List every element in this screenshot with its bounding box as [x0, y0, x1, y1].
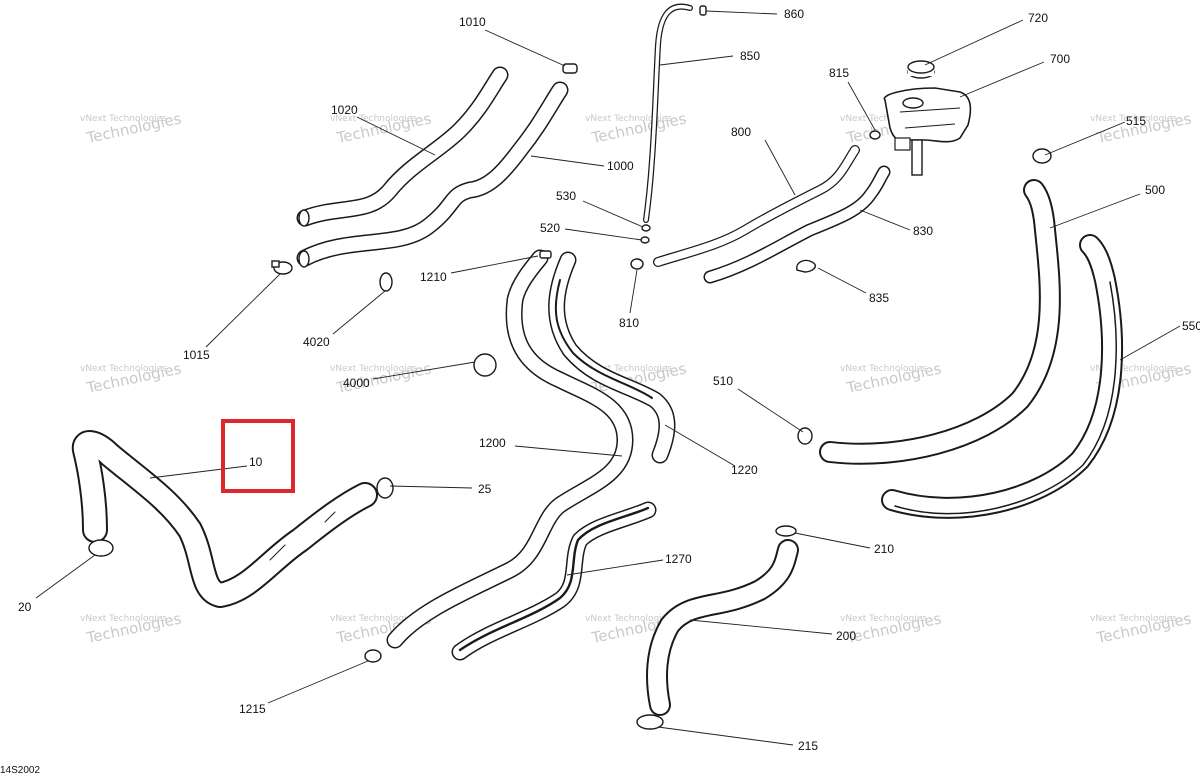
label-4000[interactable]: 4000: [343, 376, 370, 390]
label-1000[interactable]: 1000: [607, 159, 634, 173]
watermark-text: vNext Technologies: [330, 614, 417, 624]
label-810[interactable]: 810: [619, 316, 639, 330]
watermark-text: vNext Technologies: [585, 114, 672, 124]
fitting-1210[interactable]: [539, 250, 552, 259]
watermark-text: vNext Technologies: [585, 614, 672, 624]
label-520[interactable]: 520: [540, 221, 560, 235]
watermark-text: vNext Technologies: [585, 364, 672, 374]
watermark-text: vNext Technologies: [330, 364, 417, 374]
label-1215[interactable]: 1215: [239, 702, 266, 716]
label-530[interactable]: 530: [556, 189, 576, 203]
watermark-text: vNext Technologies: [1090, 614, 1177, 624]
label-720[interactable]: 720: [1028, 11, 1048, 25]
watermark-text: vNext Technologies: [80, 114, 167, 124]
clamp-860[interactable]: [699, 5, 707, 16]
label-500[interactable]: 500: [1145, 183, 1165, 197]
label-1220[interactable]: 1220: [731, 463, 758, 477]
hose-10[interactable]: [71, 430, 378, 608]
clamp-215[interactable]: [636, 714, 664, 730]
label-1020[interactable]: 1020: [331, 103, 358, 117]
label-210[interactable]: 210: [874, 542, 894, 556]
label-1015[interactable]: 1015: [183, 348, 210, 362]
clamp-520[interactable]: [640, 236, 650, 244]
reservoir-cap-720[interactable]: [907, 60, 935, 79]
watermark-text: vNext Technologies: [80, 364, 167, 374]
clamp-1010[interactable]: [562, 63, 578, 74]
label-4020[interactable]: 4020: [303, 335, 330, 349]
label-835[interactable]: 835: [869, 291, 889, 305]
clamp-4000[interactable]: [473, 353, 497, 377]
label-815[interactable]: 815: [829, 66, 849, 80]
clamp-210[interactable]: [775, 525, 797, 537]
clamp-810[interactable]: [630, 258, 644, 270]
hose-1220[interactable]: [548, 251, 676, 464]
doc-code: 14S2002: [0, 765, 40, 775]
label-860[interactable]: 860: [784, 7, 804, 21]
leader-lines: [35, 10, 1181, 746]
watermark-text: vNext Technologies: [840, 614, 927, 624]
hose-1000[interactable]: [296, 81, 569, 268]
clamp-1015[interactable]: [271, 260, 293, 275]
label-510[interactable]: 510: [713, 374, 733, 388]
label-10[interactable]: 10: [249, 455, 263, 469]
hose-830[interactable]: [703, 165, 891, 284]
clamp-815[interactable]: [869, 130, 881, 140]
label-830[interactable]: 830: [913, 224, 933, 238]
clamp-1215[interactable]: [364, 649, 382, 663]
part-labels: 1010 860 850 720 700 815 515 1020 1000 8…: [0, 7, 1200, 775]
reservoir-700[interactable]: [883, 87, 972, 176]
label-550[interactable]: 550: [1182, 319, 1200, 333]
watermark-text: vNext Technologies: [330, 114, 417, 124]
hose-550[interactable]: [881, 234, 1123, 519]
clamp-20[interactable]: [88, 539, 114, 557]
hose-800[interactable]: [653, 145, 860, 267]
label-850[interactable]: 850: [740, 49, 760, 63]
clamp-4020[interactable]: [379, 272, 393, 292]
hose-200[interactable]: [646, 539, 799, 716]
highlight-box: [221, 419, 295, 493]
label-700[interactable]: 700: [1050, 52, 1070, 66]
clamp-510[interactable]: [797, 427, 813, 445]
clamp-25[interactable]: [376, 477, 394, 499]
watermark-text: vNext Technologies: [80, 614, 167, 624]
label-1210[interactable]: 1210: [420, 270, 447, 284]
clamp-530[interactable]: [641, 224, 651, 232]
hose-1200[interactable]: [386, 249, 634, 649]
label-25[interactable]: 25: [478, 482, 492, 496]
label-1270[interactable]: 1270: [665, 552, 692, 566]
label-20[interactable]: 20: [18, 600, 32, 614]
label-1200[interactable]: 1200: [479, 436, 506, 450]
label-800[interactable]: 800: [731, 125, 751, 139]
label-200[interactable]: 200: [836, 629, 856, 643]
hose-500[interactable]: [819, 179, 1061, 465]
watermark-text: vNext Technologies: [1090, 364, 1177, 374]
hose-1020[interactable]: [296, 66, 509, 227]
vent-tube-850[interactable]: [643, 3, 693, 223]
label-1010[interactable]: 1010: [459, 15, 486, 29]
hose-1270[interactable]: [451, 501, 657, 661]
watermark-text: vNext Technologies: [840, 114, 927, 124]
watermark-text: vNext Technologies: [840, 364, 927, 374]
watermark-text: vNext Technologies: [1090, 114, 1177, 124]
clamp-515[interactable]: [1032, 148, 1052, 164]
clamp-835[interactable]: [796, 259, 816, 273]
label-215[interactable]: 215: [798, 739, 818, 753]
label-515[interactable]: 515: [1126, 114, 1146, 128]
